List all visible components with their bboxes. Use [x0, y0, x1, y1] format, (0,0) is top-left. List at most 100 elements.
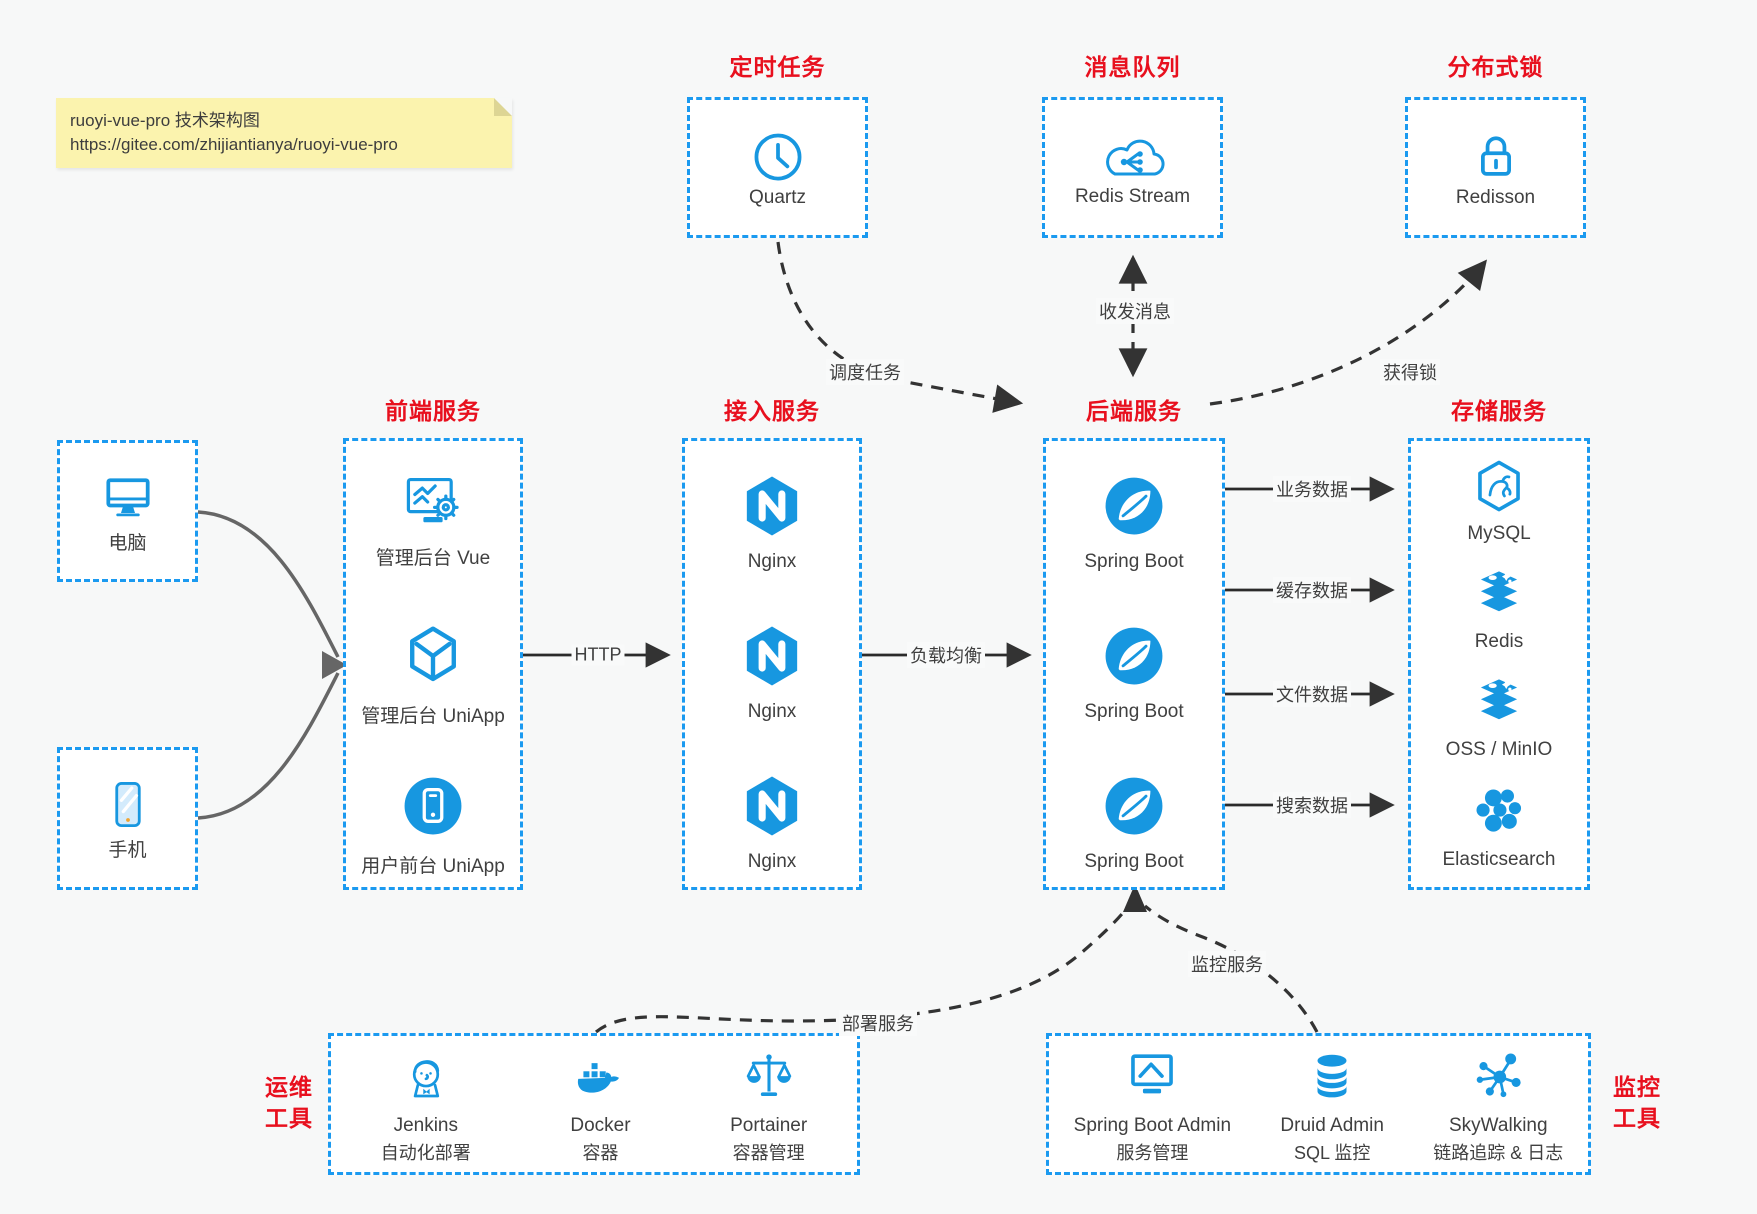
title-ops-tools: 运维 工具 [265, 1074, 313, 1131]
title-backend: 后端服务 [1086, 398, 1182, 424]
box-redis-stream: Redis Stream [1042, 97, 1223, 238]
druid-icon [1317, 1054, 1347, 1098]
item-redis: Redis [1411, 565, 1587, 653]
item-admin-vue: 管理后台 Vue [346, 471, 520, 570]
lock-icon [1480, 135, 1511, 176]
item-label: SkyWalking [1449, 1115, 1548, 1136]
item-label: Nginx [747, 701, 797, 722]
item-label: Spring Boot Admin [1073, 1115, 1232, 1136]
item-label: 用户前台 UniApp [361, 856, 505, 877]
docker-icon [578, 1061, 620, 1093]
redis-stream-label: Redis Stream [1074, 185, 1191, 207]
jenkins-icon [412, 1060, 439, 1098]
nginx-icon [746, 776, 798, 836]
admin-vue-icon [406, 477, 459, 523]
phone-circle-icon [404, 777, 462, 835]
note-url: https://gitee.com/zhijiantianya/ruoyi-vu… [70, 135, 398, 154]
redis-stack-icon [1480, 571, 1518, 612]
desktop-icon [105, 477, 150, 516]
title-frontend: 前端服务 [385, 398, 481, 424]
edge-label-search-data: 搜索数据 [1273, 792, 1351, 818]
nginx-icon [746, 626, 798, 686]
edge-schedule [776, 241, 1024, 413]
box-storage-services: MySQL Redis OSS / MinIO [1408, 438, 1590, 890]
box-gateway-services: Nginx Nginx Nginx [682, 438, 862, 890]
item-label: 管理后台 UniApp [361, 706, 505, 727]
item-sublabel: 容器管理 [732, 1143, 805, 1163]
edge-label-load-balance: 负载均衡 [907, 642, 985, 668]
item-sublabel: 链路追踪 & 日志 [1433, 1143, 1564, 1163]
item-label: OSS / MinIO [1445, 739, 1553, 760]
item-spring-boot-2: Spring Boot [1046, 621, 1222, 723]
title-gateway: 接入服务 [724, 398, 820, 424]
item-spring-boot-1: Spring Boot [1046, 471, 1222, 573]
edge-label-schedule: 调度任务 [826, 359, 904, 385]
item-label: Jenkins [393, 1115, 458, 1136]
item-portainer: Portainer 容器管理 [730, 1048, 807, 1165]
cloud-share-icon [1105, 139, 1164, 176]
spring-icon [1105, 627, 1163, 685]
edge-desktop-to-frontend [197, 510, 340, 658]
title-monitor-tools: 监控 工具 [1613, 1074, 1661, 1131]
item-label: Nginx [747, 551, 797, 572]
box-redisson: Redisson [1405, 97, 1586, 238]
item-label: Spring Boot [1084, 701, 1184, 722]
skywalking-icon [1476, 1053, 1521, 1098]
smartphone-icon [114, 782, 141, 828]
box-backend-services: Spring Boot Spring Boot Spring Boot [1043, 438, 1225, 890]
edge-monitor [1143, 904, 1319, 1033]
edge-label-monitor: 监控服务 [1188, 951, 1266, 977]
edge-label-business-data: 业务数据 [1273, 476, 1351, 502]
item-jenkins: Jenkins 自动化部署 [381, 1048, 471, 1165]
edge-label-deploy: 部署服务 [839, 1010, 917, 1036]
item-nginx-3: Nginx [685, 771, 859, 873]
box-quartz: Quartz [687, 97, 868, 238]
clock-icon [754, 133, 801, 180]
item-label: 管理后台 Vue [375, 548, 491, 569]
item-label: Nginx [747, 851, 797, 872]
nginx-icon [746, 476, 798, 536]
title-scheduled-tasks: 定时任务 [729, 54, 826, 80]
item-sublabel: 自动化部署 [380, 1143, 471, 1163]
phone-label: 手机 [108, 840, 147, 861]
title-distributed-lock: 分布式锁 [1447, 54, 1544, 80]
item-label: MySQL [1467, 523, 1531, 544]
sticky-note: ruoyi-vue-pro 技术架构图 https://gitee.com/zh… [56, 98, 512, 168]
cube-icon [410, 626, 456, 682]
edge-lock [1209, 259, 1488, 406]
item-spring-boot-admin: Spring Boot Admin 服务管理 [1074, 1048, 1231, 1165]
redis-stack-icon [1480, 679, 1518, 720]
portainer-icon [746, 1054, 791, 1097]
edge-label-messages: 收发消息 [1096, 298, 1174, 324]
spring-icon [1105, 777, 1163, 835]
edge-deploy-monitor-arrowhead [1123, 884, 1147, 912]
item-user-uniapp: 用户前台 UniApp [346, 771, 520, 878]
item-label: Druid Admin [1280, 1115, 1384, 1136]
edge-clients-arrowhead [322, 651, 347, 679]
item-label: Docker [570, 1115, 631, 1136]
edge-label-file-data: 文件数据 [1273, 681, 1351, 707]
item-label: Elasticsearch [1442, 849, 1556, 870]
item-docker: Docker 容器 [570, 1048, 631, 1165]
spring-icon [1105, 477, 1163, 535]
item-mysql: MySQL [1411, 457, 1587, 545]
item-nginx-1: Nginx [685, 471, 859, 573]
box-ops-tools: Jenkins 自动化部署 Docker 容器 [328, 1033, 860, 1175]
title-storage: 存储服务 [1451, 398, 1547, 424]
item-label: Spring Boot [1084, 551, 1184, 572]
item-elasticsearch: Elasticsearch [1411, 781, 1587, 871]
item-nginx-2: Nginx [685, 621, 859, 723]
edge-phone-to-frontend [197, 672, 340, 820]
item-sublabel: 服务管理 [1116, 1143, 1189, 1163]
elasticsearch-icon [1476, 789, 1522, 832]
edge-label-lock: 获得锁 [1380, 359, 1440, 385]
item-label: Portainer [730, 1115, 808, 1136]
item-sublabel: 容器 [582, 1143, 619, 1163]
mysql-icon [1478, 460, 1520, 512]
box-frontend-services: 管理后台 Vue 管理后台 UniApp 用户前台 UniApp [343, 438, 523, 890]
item-oss-minio: OSS / MinIO [1411, 673, 1587, 761]
box-desktop-client: 电脑 [57, 440, 198, 582]
item-druid-admin: Druid Admin SQL 监控 [1280, 1048, 1384, 1165]
desktop-label: 电脑 [108, 532, 147, 554]
item-label: Redis [1474, 631, 1524, 652]
